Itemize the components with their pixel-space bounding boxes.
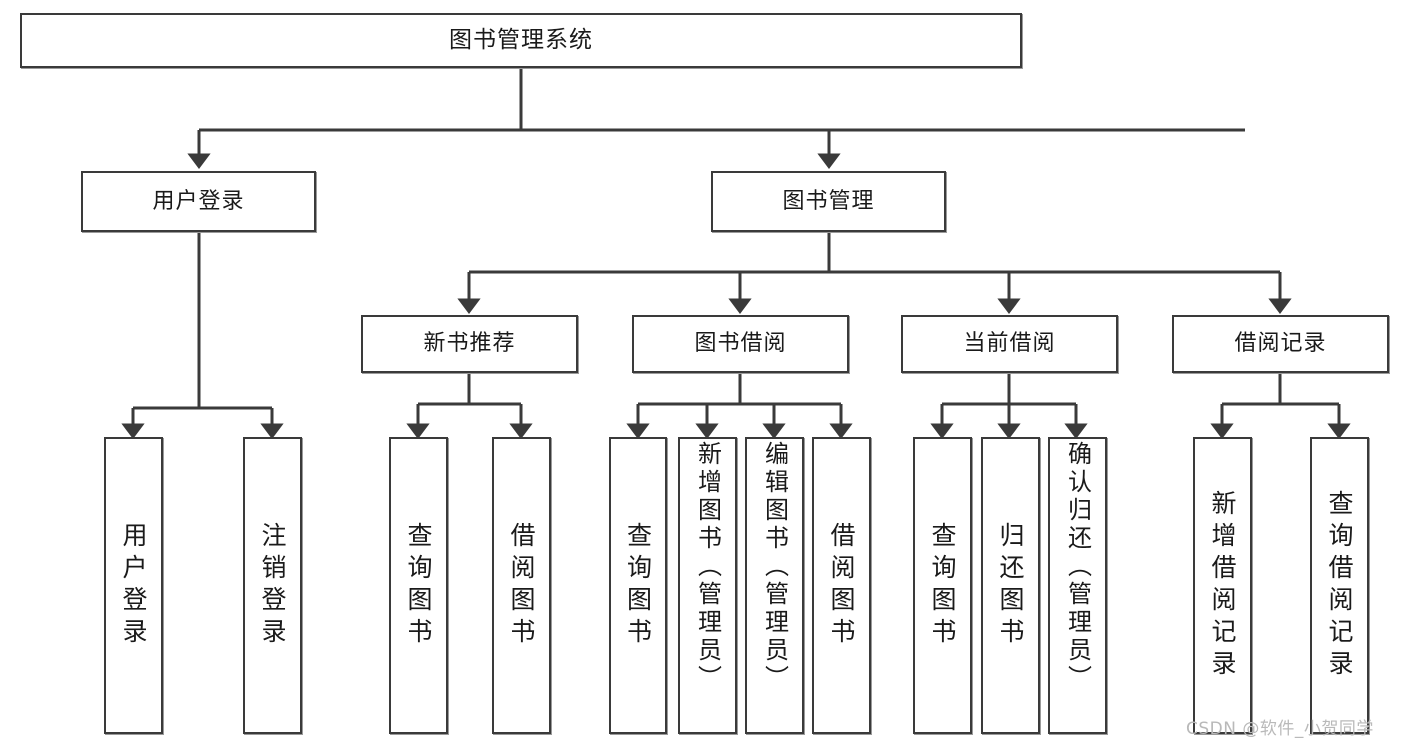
node-label: 图书管理 — [782, 188, 875, 214]
node-book-borrow[interactable]: 图书借阅 — [632, 315, 849, 373]
node-book-manage[interactable]: 图书管理 — [711, 171, 946, 232]
leaf-query-book-new-rec[interactable]: 查询图书 — [389, 437, 448, 734]
leaf-add-book[interactable]: 新增图书（管理员） — [678, 437, 737, 734]
leaf-return-book[interactable]: 归还图书 — [981, 437, 1040, 734]
node-borrow-record[interactable]: 借阅记录 — [1172, 315, 1389, 373]
node-user-login[interactable]: 用户登录 — [81, 171, 316, 232]
leaf-query-book-current[interactable]: 查询图书 — [913, 437, 972, 734]
node-label: 新增借阅记录 — [1208, 489, 1237, 682]
node-label: 借阅记录 — [1234, 331, 1327, 357]
node-label: 查询图书 — [404, 521, 433, 650]
node-root-system[interactable]: 图书管理系统 — [20, 13, 1022, 68]
leaf-logout[interactable]: 注销登录 — [243, 437, 302, 734]
node-label: 用户登录 — [119, 521, 148, 650]
leaf-edit-book[interactable]: 编辑图书（管理员） — [745, 437, 804, 734]
node-label: 注销登录 — [258, 521, 287, 650]
node-label: 借阅图书 — [507, 521, 536, 650]
node-label: 编辑图书（管理员） — [760, 441, 789, 693]
node-label: 归还图书 — [996, 521, 1025, 650]
node-label: 当前借阅 — [963, 331, 1056, 357]
node-current-borrow[interactable]: 当前借阅 — [901, 315, 1118, 373]
node-label: 新增图书（管理员） — [693, 441, 722, 693]
leaf-borrow-book-borrow[interactable]: 借阅图书 — [812, 437, 871, 734]
node-label: 查询借阅记录 — [1325, 489, 1354, 682]
node-label: 查询图书 — [928, 521, 957, 650]
node-label: 确认归还（管理员） — [1063, 441, 1092, 693]
node-label: 新书推荐 — [423, 331, 516, 357]
node-label: 图书管理系统 — [449, 27, 593, 54]
leaf-user-login[interactable]: 用户登录 — [104, 437, 163, 734]
node-label: 借阅图书 — [827, 521, 856, 650]
node-new-book-rec[interactable]: 新书推荐 — [361, 315, 578, 373]
leaf-confirm-return[interactable]: 确认归还（管理员） — [1048, 437, 1107, 734]
node-label: 查询图书 — [623, 521, 653, 650]
leaf-borrow-book-new-rec[interactable]: 借阅图书 — [492, 437, 551, 734]
leaf-add-borrow-record[interactable]: 新增借阅记录 — [1193, 437, 1252, 734]
csdn-watermark: CSDN @软件_小贺同学 — [1186, 719, 1374, 739]
node-label: 图书借阅 — [694, 331, 787, 357]
leaf-query-borrow-record[interactable]: 查询借阅记录 — [1310, 437, 1369, 734]
leaf-query-book-borrow[interactable]: 查询图书 — [609, 437, 667, 734]
node-label: 用户登录 — [152, 188, 245, 214]
